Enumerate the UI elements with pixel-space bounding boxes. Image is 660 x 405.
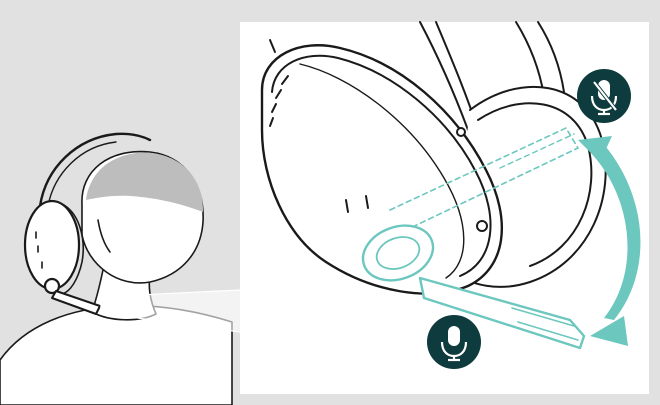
headset-earcup-small — [25, 201, 79, 289]
microphone-muted-badge — [577, 69, 631, 123]
zoom-jack — [477, 221, 487, 231]
zoom-button — [457, 128, 465, 136]
microphone-active-badge — [427, 315, 481, 369]
